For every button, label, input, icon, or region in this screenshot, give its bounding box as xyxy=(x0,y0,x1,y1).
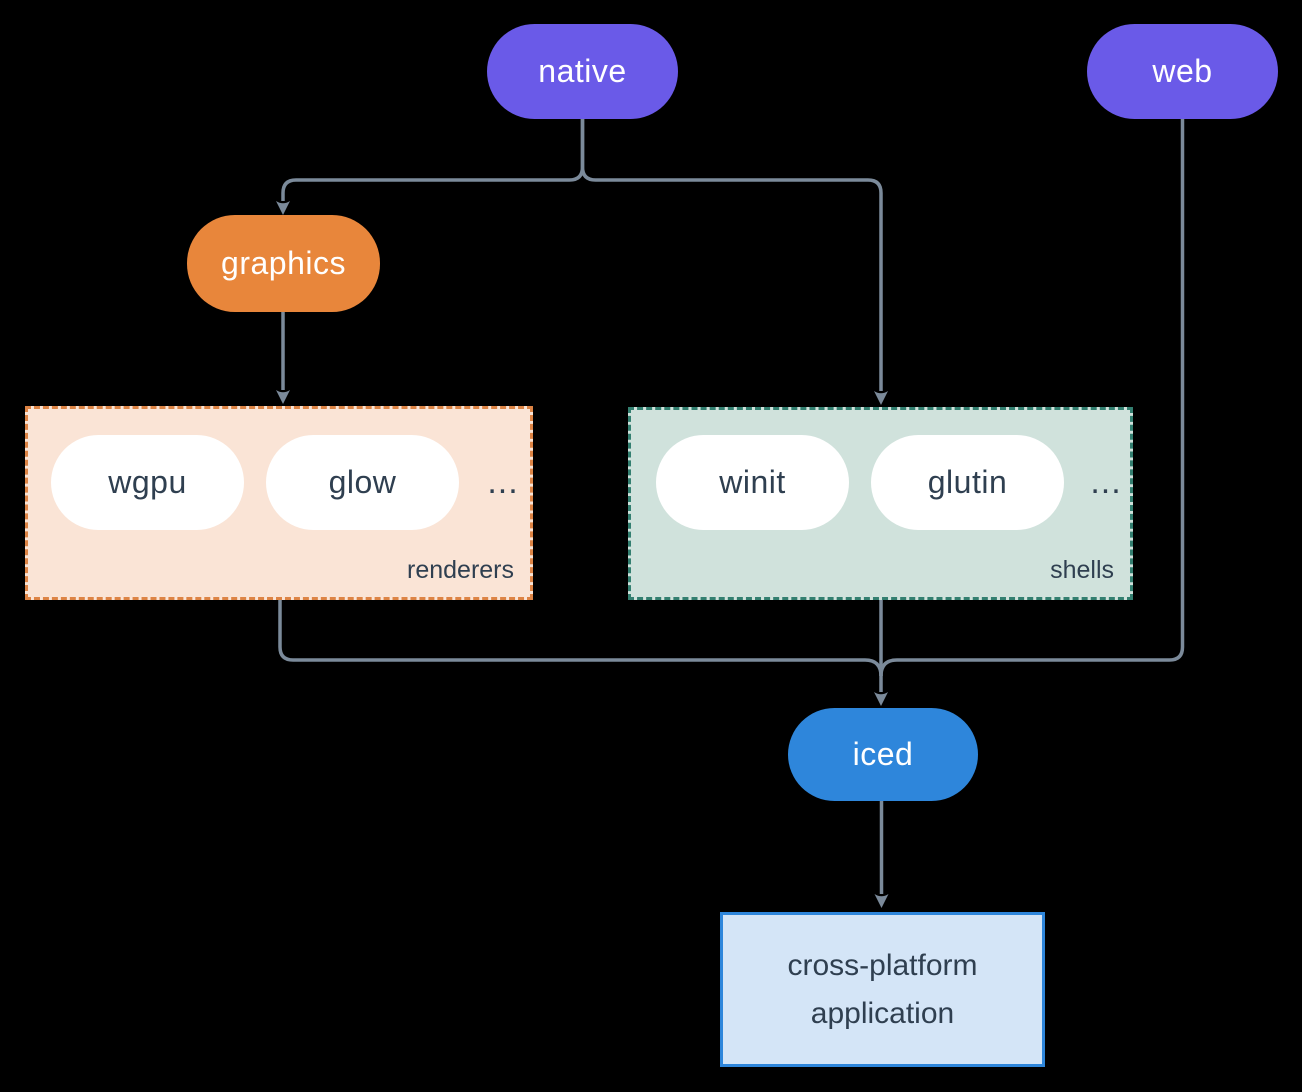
node-iced: iced xyxy=(788,708,978,801)
renderers-group-label: renderers xyxy=(407,556,514,584)
app-label-line2: application xyxy=(810,996,955,1030)
renderers-ellipsis: ... xyxy=(487,463,519,501)
edge-web-to-iced xyxy=(879,119,1185,677)
node-graphics-label: graphics xyxy=(221,245,346,281)
node-cross-platform-application: cross-platform application xyxy=(720,912,1045,1067)
node-winit-label: winit xyxy=(719,464,786,500)
node-winit: winit xyxy=(656,435,849,530)
node-wgpu: wgpu xyxy=(51,435,244,530)
node-graphics: graphics xyxy=(187,215,380,312)
node-native: native xyxy=(487,24,678,119)
group-shells: winit glutin ... shells xyxy=(628,407,1133,600)
group-renderers: wgpu glow ... renderers xyxy=(25,406,533,600)
shells-ellipsis: ... xyxy=(1090,463,1122,501)
node-web-label: web xyxy=(1152,53,1213,89)
node-web: web xyxy=(1087,24,1278,119)
node-glow-label: glow xyxy=(328,464,397,500)
node-wgpu-label: wgpu xyxy=(108,464,187,500)
edge-native-to-shells xyxy=(580,119,888,405)
edge-native-to-graphics xyxy=(276,119,585,215)
app-label-line1: cross-platform xyxy=(787,948,978,982)
edge-renderers-to-iced xyxy=(278,600,883,677)
node-iced-label: iced xyxy=(852,736,914,772)
node-glow: glow xyxy=(266,435,459,530)
shells-group-label: shells xyxy=(1050,556,1114,584)
node-native-label: native xyxy=(538,53,627,89)
node-glutin-label: glutin xyxy=(927,464,1008,500)
node-glutin: glutin xyxy=(871,435,1064,530)
